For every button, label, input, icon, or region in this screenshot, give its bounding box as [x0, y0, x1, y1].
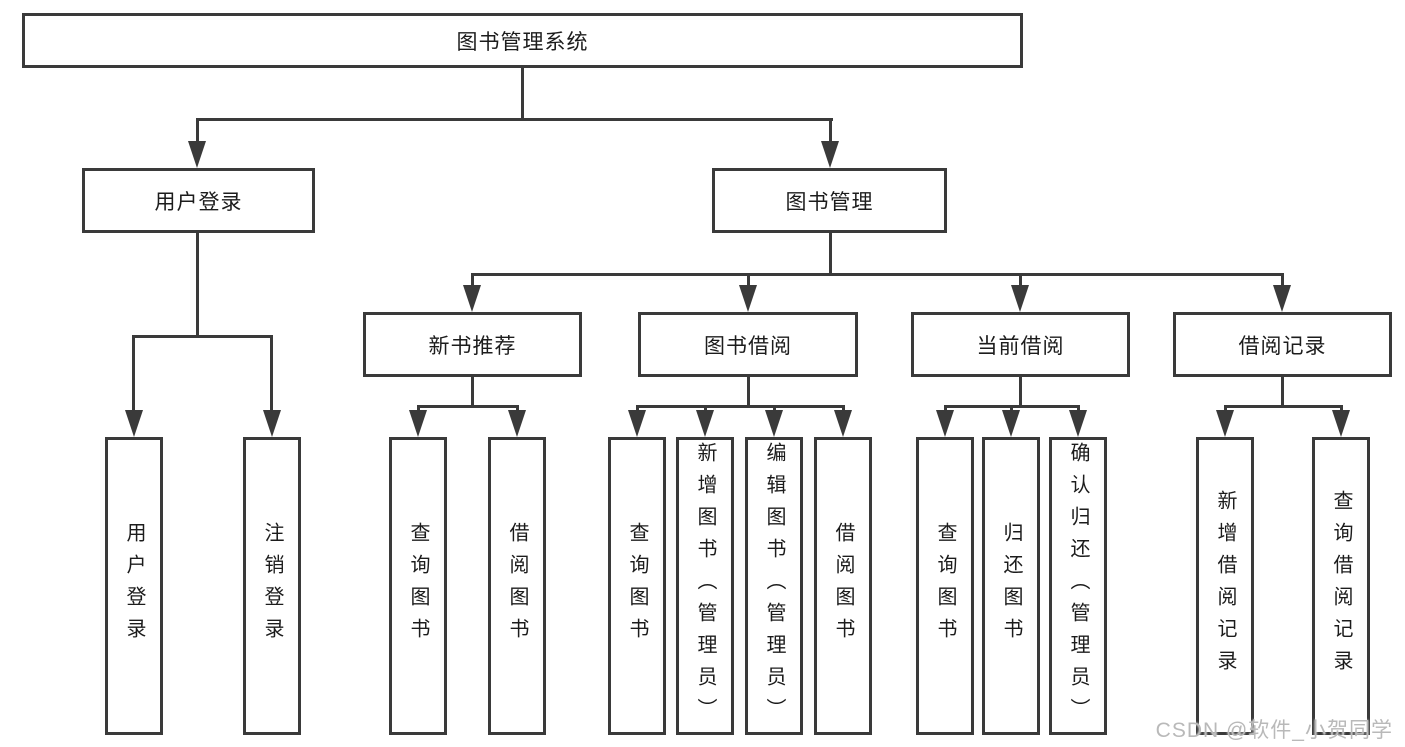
connector-line	[471, 377, 474, 407]
arrow-down-icon	[1002, 410, 1020, 437]
node-label: 新增借阅记录	[1214, 490, 1236, 682]
node-leaf-add-book-admin: 新增图书（管理员）	[676, 437, 734, 735]
connector-line	[521, 68, 524, 120]
node-label: 新增图书（管理员）	[694, 442, 716, 730]
node-label: 查询借阅记录	[1330, 490, 1352, 682]
node-label: 用户登录	[123, 522, 145, 650]
arrow-down-icon	[628, 410, 646, 437]
connector-line	[1224, 405, 1343, 408]
node-leaf-add-borrow-record: 新增借阅记录	[1196, 437, 1254, 735]
connector-line	[829, 233, 832, 275]
node-leaf-borrow-books-recommend: 借阅图书	[488, 437, 546, 735]
node-book-management: 图书管理	[712, 168, 947, 233]
node-label: 查询图书	[934, 522, 956, 650]
node-label: 当前借阅	[976, 334, 1065, 358]
connector-line	[829, 118, 832, 148]
node-label: 新书推荐	[428, 334, 517, 358]
node-leaf-confirm-return-admin: 确认归还（管理员）	[1049, 437, 1107, 735]
node-borrow-records: 借阅记录	[1173, 312, 1392, 377]
arrow-down-icon	[1332, 410, 1350, 437]
arrow-down-icon	[263, 410, 281, 437]
node-leaf-edit-book-admin: 编辑图书（管理员）	[745, 437, 803, 735]
connector-line	[196, 118, 199, 148]
arrow-down-icon	[1011, 285, 1029, 312]
node-label: 编辑图书（管理员）	[763, 442, 785, 730]
connector-line	[1281, 273, 1284, 291]
connector-line	[1019, 377, 1022, 407]
node-label: 图书管理	[785, 190, 874, 214]
arrow-down-icon	[1273, 285, 1291, 312]
node-label: 确认归还（管理员）	[1067, 442, 1089, 730]
node-current-borrow: 当前借阅	[911, 312, 1130, 377]
arrow-down-icon	[463, 285, 481, 312]
node-leaf-query-books-recommend: 查询图书	[389, 437, 447, 735]
node-leaf-query-books-current: 查询图书	[916, 437, 974, 735]
arrow-down-icon	[834, 410, 852, 437]
node-leaf-logout: 注销登录	[243, 437, 301, 735]
connector-line	[747, 377, 750, 407]
node-label: 用户登录	[154, 190, 243, 214]
node-leaf-query-books-borrow: 查询图书	[608, 437, 666, 735]
connector-line	[132, 335, 135, 415]
node-label: 借阅记录	[1238, 334, 1327, 358]
node-label: 借阅图书	[832, 522, 854, 650]
node-user-login: 用户登录	[82, 168, 315, 233]
node-label: 借阅图书	[506, 522, 528, 650]
arrow-down-icon	[1216, 410, 1234, 437]
arrow-down-icon	[696, 410, 714, 437]
node-leaf-user-login: 用户登录	[105, 437, 163, 735]
connector-line	[471, 273, 1284, 276]
connector-line	[1019, 273, 1022, 291]
connector-line	[417, 405, 519, 408]
connector-line	[270, 335, 273, 415]
node-leaf-borrow-books: 借阅图书	[814, 437, 872, 735]
node-label: 查询图书	[407, 522, 429, 650]
connector-line	[196, 118, 833, 121]
arrow-down-icon	[739, 285, 757, 312]
connector-line	[196, 233, 199, 337]
arrow-down-icon	[508, 410, 526, 437]
arrow-down-icon	[188, 141, 206, 168]
node-leaf-return-book: 归还图书	[982, 437, 1040, 735]
node-system-root: 图书管理系统	[22, 13, 1023, 68]
node-label: 归还图书	[1000, 522, 1022, 650]
connector-line	[1281, 377, 1284, 407]
node-label: 注销登录	[261, 522, 283, 650]
arrow-down-icon	[1069, 410, 1087, 437]
arrow-down-icon	[821, 141, 839, 168]
connector-line	[747, 273, 750, 291]
connector-line	[132, 335, 273, 338]
node-new-book-recommend: 新书推荐	[363, 312, 582, 377]
node-label: 图书借阅	[704, 334, 792, 358]
node-leaf-query-borrow-record: 查询借阅记录	[1312, 437, 1370, 735]
arrow-down-icon	[936, 410, 954, 437]
arrow-down-icon	[765, 410, 783, 437]
arrow-down-icon	[409, 410, 427, 437]
node-label: 图书管理系统	[456, 30, 589, 54]
connector-line	[471, 273, 474, 291]
node-label: 查询图书	[626, 522, 648, 650]
node-book-borrow: 图书借阅	[638, 312, 858, 377]
arrow-down-icon	[125, 410, 143, 437]
connector-line	[636, 405, 845, 408]
